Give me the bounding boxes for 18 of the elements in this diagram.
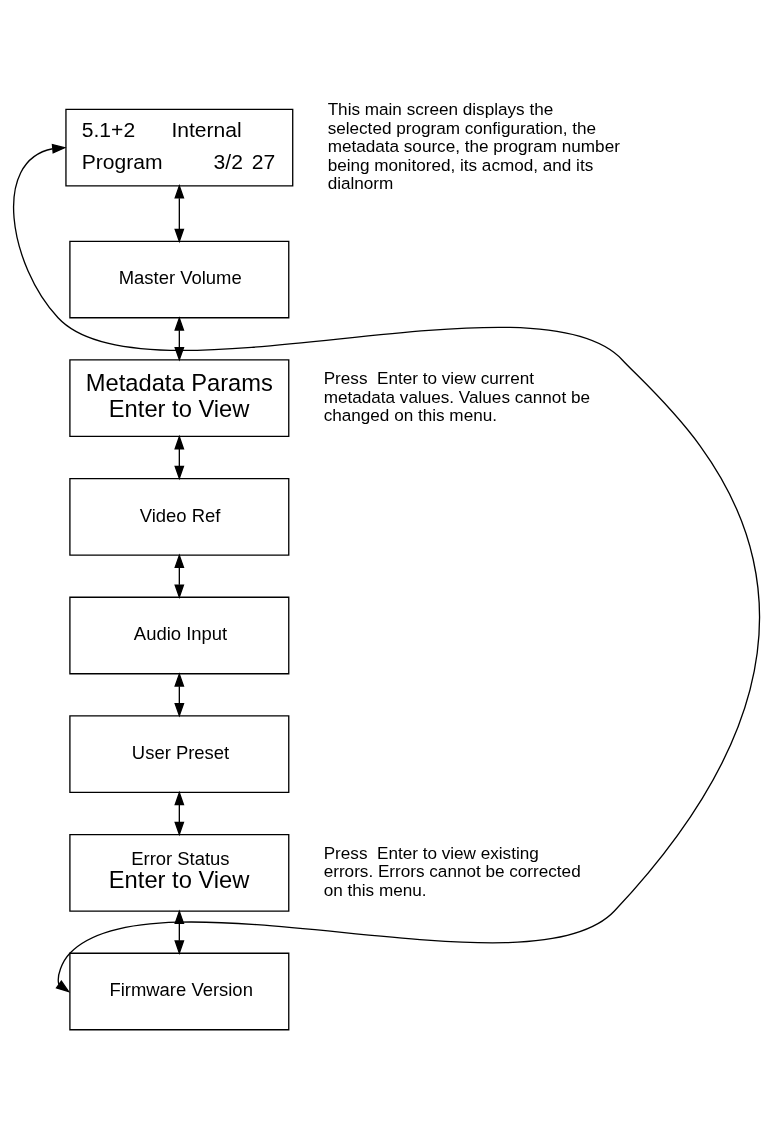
node-box: User Preset bbox=[69, 715, 290, 794]
node-box: Firmware Version bbox=[69, 952, 290, 1031]
node-box: Metadata Params Enter to View bbox=[69, 359, 290, 438]
arrow bbox=[174, 553, 185, 599]
arrow bbox=[174, 184, 185, 244]
arrow bbox=[174, 672, 185, 718]
node-box: Video Ref bbox=[69, 477, 290, 556]
arrow bbox=[13, 143, 760, 993]
arrow bbox=[174, 434, 185, 481]
node-box: Audio Input bbox=[69, 596, 290, 675]
node-label: Press Enter to view current metadata values. Values cannot be changed on this menu. bbox=[323, 368, 590, 426]
arrow bbox=[174, 790, 185, 837]
node-box: 5.1+2 Internal Program 3/2 27 bbox=[65, 108, 294, 187]
node-box: Master Volume bbox=[69, 240, 290, 319]
node-label: Press Enter to view existing errors. Errors cannot be corrected on this menu. bbox=[323, 842, 581, 900]
node-box: Error Status Enter to View bbox=[69, 833, 290, 912]
node-label: This main screen displays the selected program configuration, the metadata source, the program number being monitored, its acmod, and its dialnorm bbox=[327, 99, 620, 194]
arrow bbox=[174, 316, 185, 362]
